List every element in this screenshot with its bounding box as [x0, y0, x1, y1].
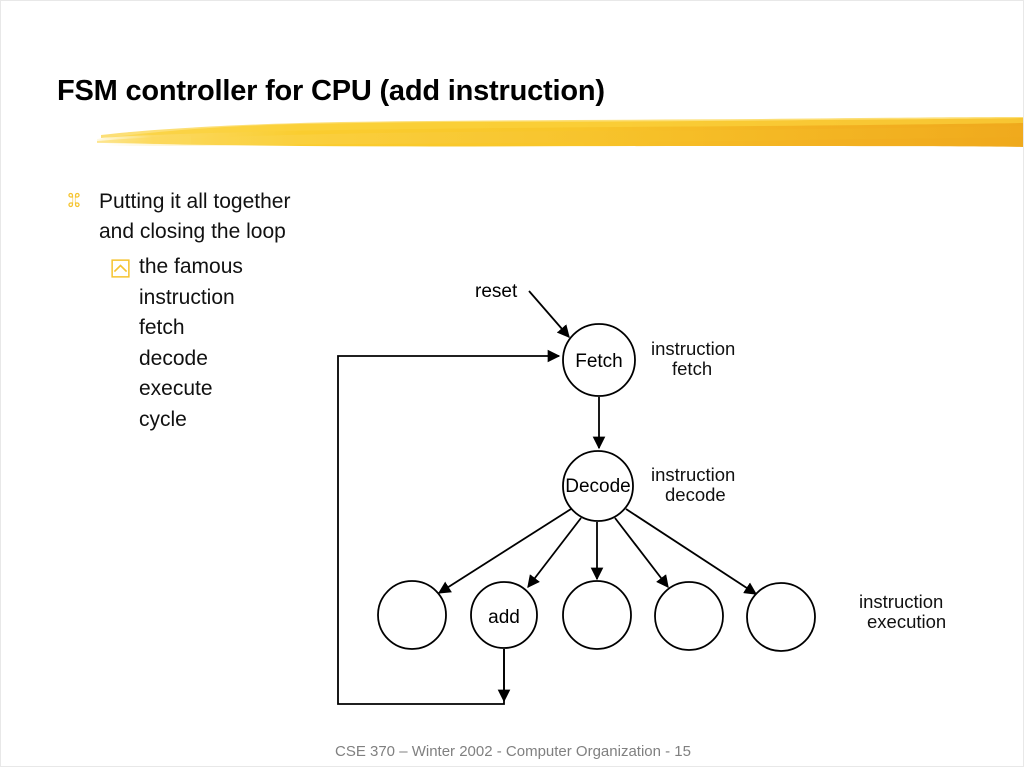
- state-fetch-label: Fetch: [575, 351, 623, 372]
- reset-label: reset: [475, 281, 518, 302]
- bullet-level2-line2: instruction: [139, 285, 235, 309]
- edge-feedback-loop: [337, 349, 561, 705]
- state-decode: [562, 450, 634, 522]
- command-glyph-icon: [63, 189, 85, 211]
- bullet-level1-line2: and closing the loop: [99, 220, 286, 243]
- bullet-level1-line1: Putting it all together: [99, 190, 291, 213]
- state-exec-5: [746, 582, 816, 652]
- instruction-fetch-label-line1: instruction: [651, 338, 735, 359]
- bullet-level1-text: Putting it all together and closing the …: [99, 187, 387, 247]
- page-title: FSM controller for CPU (add instruction): [57, 75, 605, 107]
- instruction-decode-label-line1: instruction: [651, 464, 735, 485]
- bullet-level2-line6: cycle: [139, 407, 187, 431]
- state-exec-4: [654, 581, 724, 651]
- edge-reset-to-fetch: [528, 290, 570, 338]
- instruction-execution-label-line2: execution: [867, 611, 946, 632]
- bullet-level2-line4: decode: [139, 346, 208, 370]
- state-fetch: [562, 323, 636, 397]
- state-exec-1: [377, 580, 447, 650]
- caret-box-icon: [111, 257, 130, 278]
- bullet-list: Putting it all together and closing the …: [57, 187, 387, 435]
- bullet-level2-line3: fetch: [139, 316, 185, 339]
- instruction-execution-label-line1: instruction: [859, 591, 943, 612]
- instruction-fetch-label-line2: fetch: [672, 358, 712, 379]
- edge-decode-to-exec-5: [625, 508, 758, 595]
- slide-footer: CSE 370 – Winter 2002 - Computer Organiz…: [334, 743, 691, 760]
- state-add-label: add: [488, 607, 520, 628]
- bullet-level2-line1: the famous: [139, 255, 243, 278]
- bullet-level2-text: the famous instruction fetch decode exec…: [139, 252, 387, 435]
- bullet-level2-line5: execute: [139, 377, 213, 400]
- edge-decode-to-exec-2: [527, 517, 582, 588]
- state-decode-label: Decode: [565, 476, 631, 497]
- state-exec-3: [562, 580, 632, 650]
- edge-decode-to-exec-4: [614, 517, 669, 588]
- state-exec-add: [470, 581, 538, 649]
- instruction-decode-label-line2: decode: [665, 484, 726, 505]
- bullet-level2: the famous instruction fetch decode exec…: [111, 252, 387, 435]
- edge-decode-to-exec-1: [437, 508, 572, 594]
- bullet-level1: Putting it all together and closing the …: [57, 187, 387, 247]
